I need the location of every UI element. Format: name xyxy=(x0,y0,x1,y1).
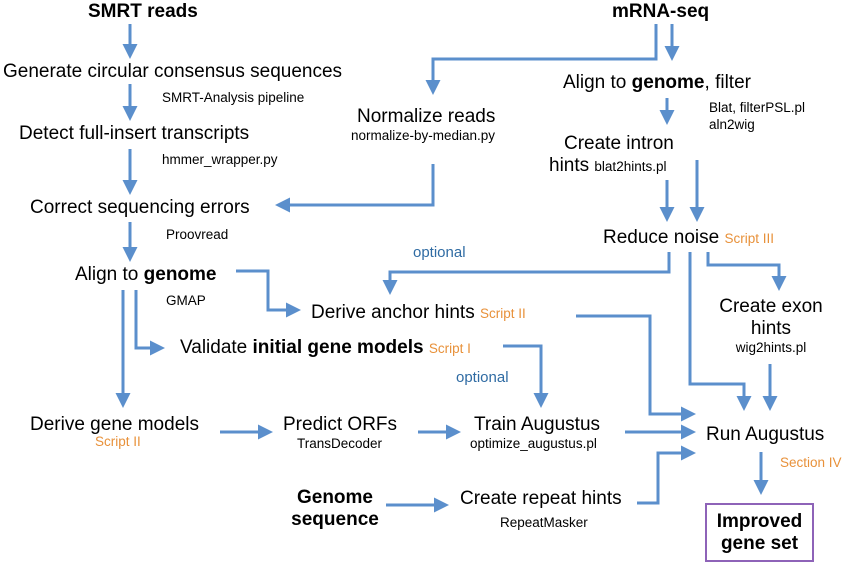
predict-orfs-step: Predict ORFs xyxy=(283,414,398,435)
align-genome-right-step: Align to genome, filter xyxy=(563,72,751,93)
run-augustus-step: Run Augustus xyxy=(706,424,825,445)
arrow-mrna-to-normalize xyxy=(425,24,658,95)
reduce-noise-step: Reduce noise Script III xyxy=(603,227,774,248)
repeatmasker-tool: RepeatMasker xyxy=(500,515,588,530)
smrt-reads-title: SMRT reads xyxy=(88,1,198,22)
normalize-reads-step: Normalize reads xyxy=(357,106,496,127)
detect-full-insert-step: Detect full-insert transcripts xyxy=(19,123,250,144)
arrow-reduce-optional-to-anchor xyxy=(382,252,671,295)
arrow-normalize-to-correct xyxy=(275,164,435,213)
validate-step: Validate initial gene models Script I xyxy=(180,337,471,358)
arrow-reduce-to-run xyxy=(688,252,752,411)
arrow-repeat-to-run xyxy=(637,445,696,505)
mrna-seq-title: mRNA-seq xyxy=(612,1,710,22)
smrt-analysis-tool: SMRT-Analysis pipeline xyxy=(162,90,305,105)
optional-label-train: optional xyxy=(456,369,509,386)
arrow-align-to-anchor xyxy=(236,269,301,318)
section-iv-label: Section IV xyxy=(780,455,842,470)
blat2hints-tool: blat2hints.pl xyxy=(594,158,667,174)
normalize-by-median-tool: normalize-by-median.py xyxy=(351,128,496,143)
generate-ccs-step: Generate circular consensus sequences xyxy=(3,61,343,82)
derive-gene-script-label: Script II xyxy=(95,434,141,449)
aln2wig-tool: aln2wig xyxy=(709,117,755,132)
arrow-reduce-to-exon xyxy=(706,252,787,291)
derive-gene-models-step: Derive gene models xyxy=(30,414,199,435)
validate-script-label: Script I xyxy=(428,341,471,356)
optimize-augustus-tool: optimize_augustus.pl xyxy=(470,436,597,451)
arrow-anchor-to-run xyxy=(576,314,696,422)
arrow-validate-to-train xyxy=(503,344,549,408)
arrow-align-to-validate xyxy=(134,290,165,356)
align-genome-left-step: Align to genome xyxy=(75,264,217,285)
hmmer-wrapper-tool: hmmer_wrapper.py xyxy=(162,152,278,167)
reduce-noise-script-label: Script III xyxy=(724,231,774,246)
create-repeat-hints-step: Create repeat hints xyxy=(460,488,622,509)
wig2hints-tool: wig2hints.pl xyxy=(735,339,807,355)
blat-filterpsl-tool: Blat, filterPSL.pl xyxy=(709,100,806,115)
derive-anchor-hints-step: Derive anchor hints Script II xyxy=(311,302,526,323)
train-augustus-step: Train Augustus xyxy=(474,414,601,435)
proovread-tool: Proovread xyxy=(166,227,229,242)
gmap-tool: GMAP xyxy=(166,293,206,308)
correct-errors-step: Correct sequencing errors xyxy=(30,197,250,218)
optional-label-anchor: optional xyxy=(413,244,466,261)
transdecoder-tool: TransDecoder xyxy=(297,436,383,451)
derive-anchor-script-label: Script II xyxy=(479,306,526,321)
